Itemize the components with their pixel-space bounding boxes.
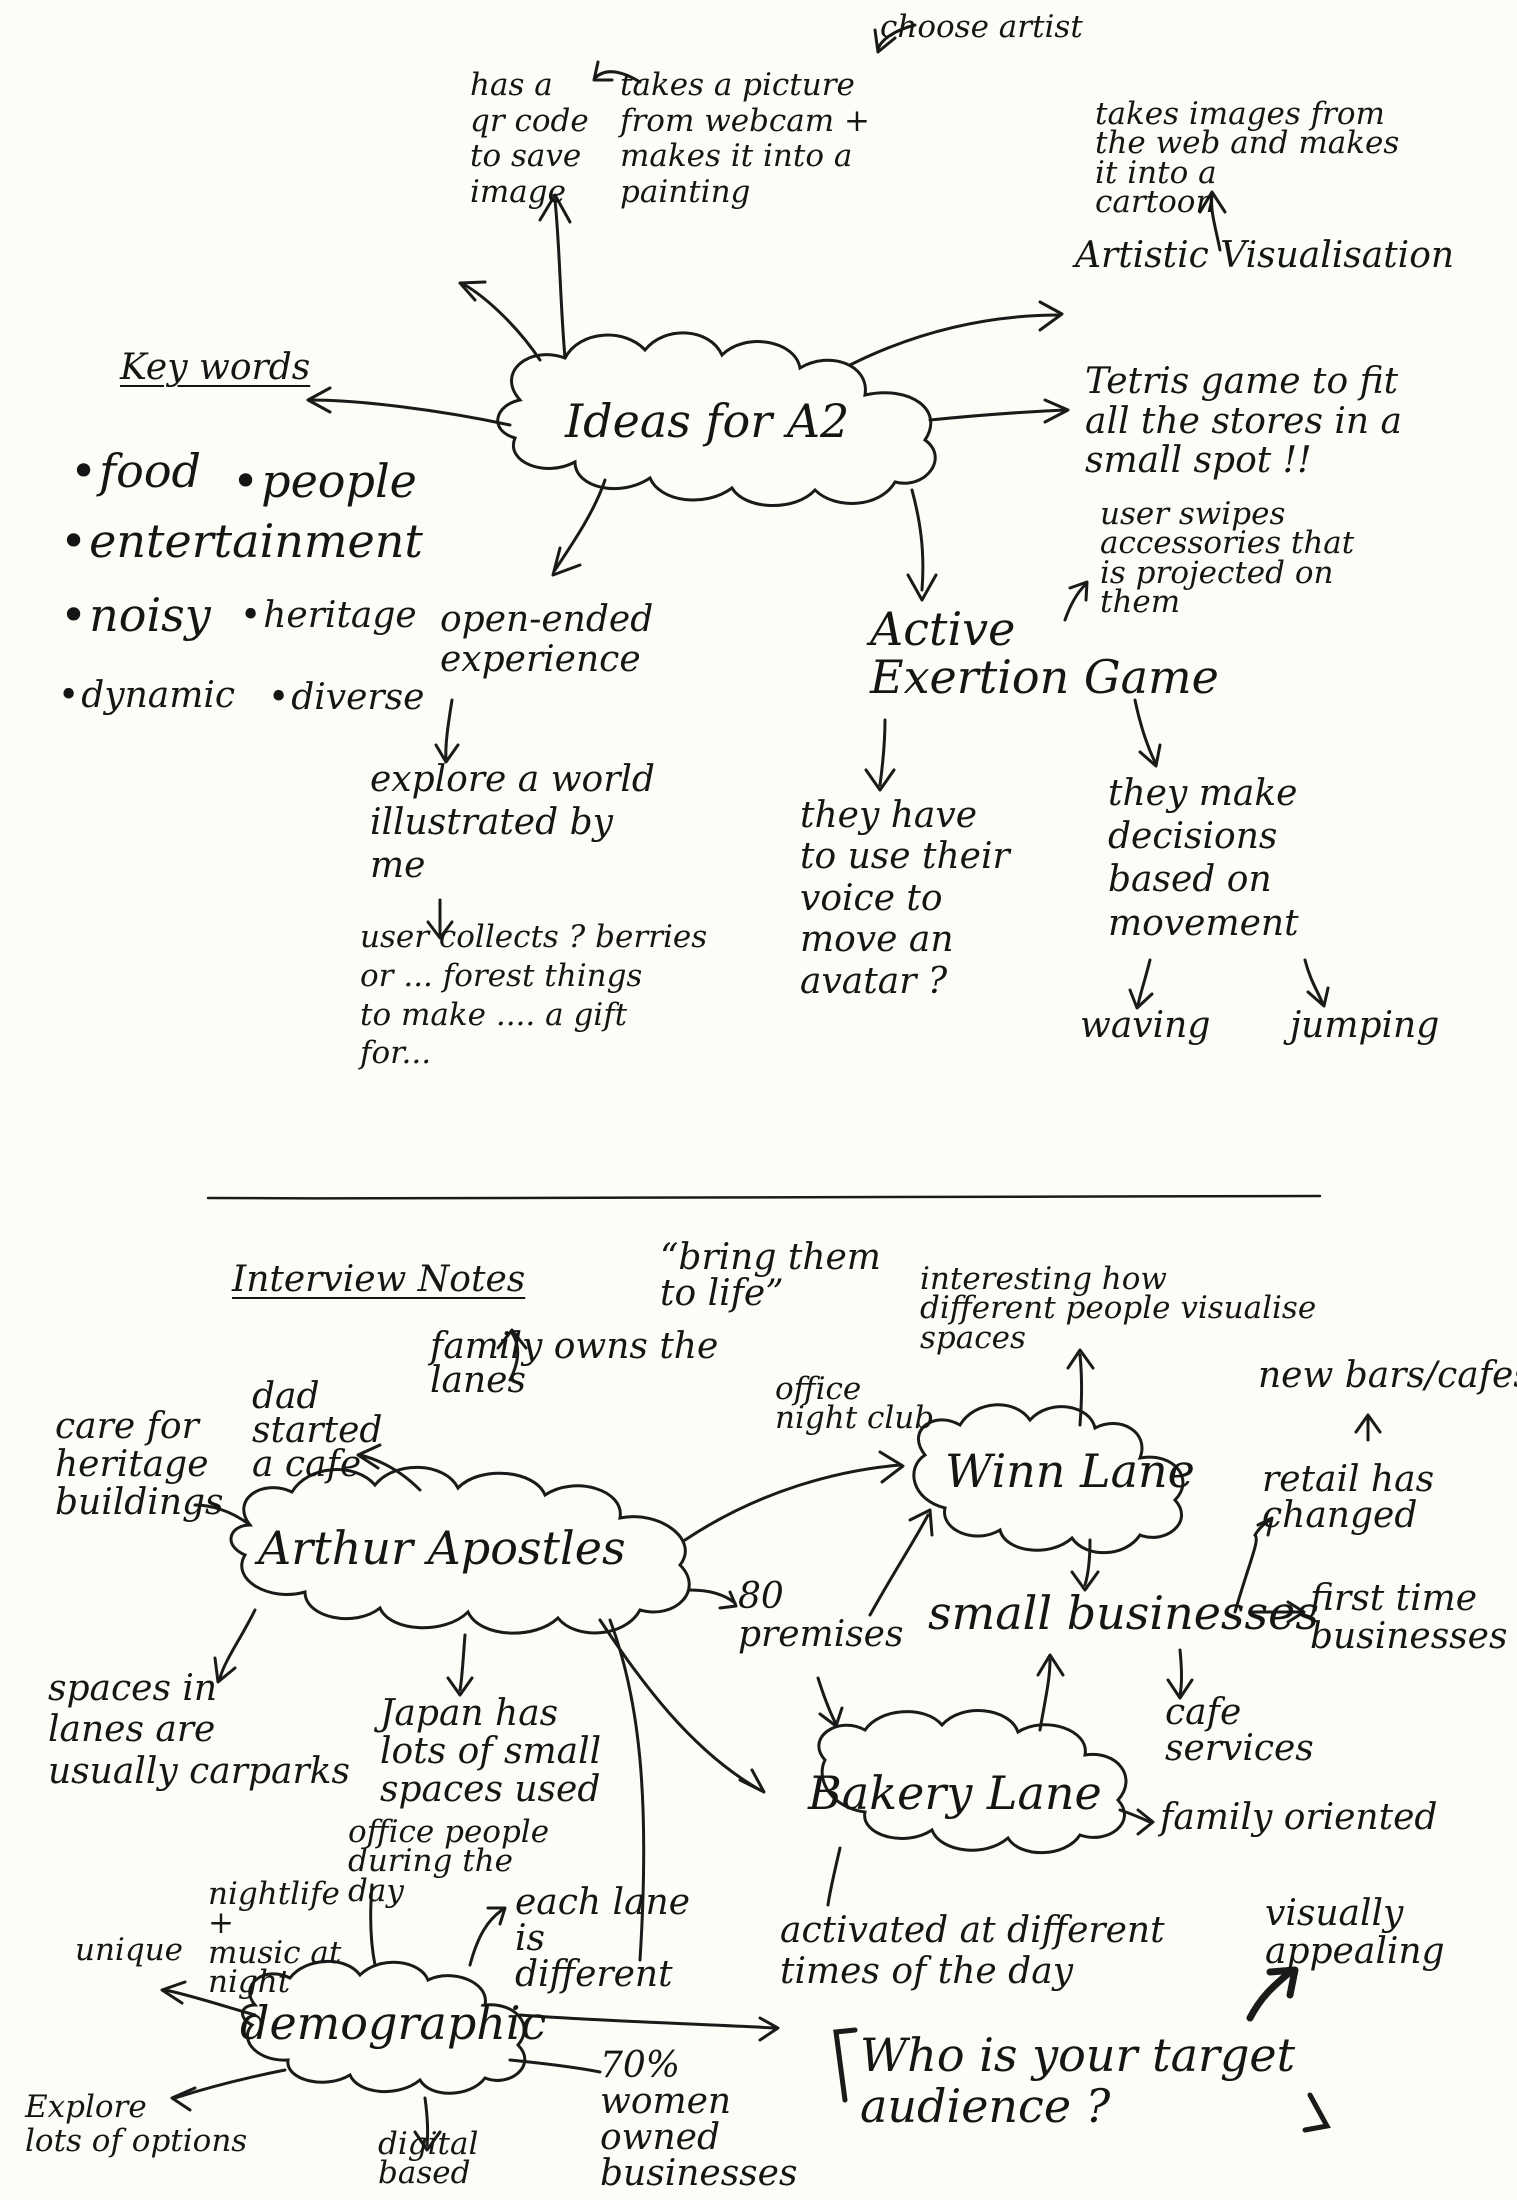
spaces-carparks-note: spaces in lanes are usually carparks [48, 1668, 350, 1792]
interesting-visualise-note: interesting how different people visuali… [920, 1261, 1317, 1356]
keyword-noisy: noisy [60, 592, 211, 638]
webcam-painting-idea: takes a picture from webcam + makes it i… [620, 67, 870, 210]
qr-code-note: has a qr code to save image [470, 67, 589, 210]
web-images-cartoon-note: takes images from the web and makes it i… [1095, 96, 1400, 221]
bakery-cloud [817, 1709, 1128, 1855]
bracket-left [833, 2027, 858, 2103]
swipe-accessories-idea: user swipes accessories that is projecte… [1100, 496, 1355, 621]
keyword-diverse: diverse [268, 680, 424, 716]
visually-appealing-note: visually appealing [1265, 1893, 1445, 1972]
ideas-center-title: Ideas for A2 [565, 394, 850, 448]
demographic-title: demographic [240, 1996, 547, 2050]
japan-small-spaces-note: Japan has lots of small spaces used [380, 1693, 602, 1810]
arthur-cloud [229, 1465, 691, 1635]
explore-options-note: Explore lots of options [25, 2089, 248, 2160]
bold-arrow [1246, 1968, 1294, 2022]
ideas-cloud [496, 331, 937, 507]
section-divider [206, 1194, 1322, 1200]
target-audience-question: Who is your target audience ? [860, 2028, 1296, 2133]
artistic-visualisation-idea: Artistic Visualisation [1075, 235, 1455, 276]
jumping-note: jumping [1290, 1005, 1440, 1046]
keyword-heritage: heritage [240, 598, 417, 634]
small-businesses-note: small businesses [928, 1586, 1319, 1640]
key-words-title: Key words [120, 347, 311, 388]
collect-berries-note: user collects ? berries or ... forest th… [360, 919, 708, 1072]
unique-note: unique [75, 1932, 184, 1968]
bakery-lane-title: Bakery Lane [808, 1766, 1102, 1820]
keyword-dynamic: dynamic [58, 678, 235, 714]
demographic-cloud [241, 1960, 527, 2095]
keyword-people: people [232, 458, 417, 504]
arthur-apostles-title: Arthur Apostles [258, 1521, 626, 1575]
waving-note: waving [1080, 1005, 1211, 1046]
choose-artist-note: choose artist [880, 9, 1083, 45]
nightlife-music-note: nightlife + music at night [208, 1876, 342, 2001]
explore-world-idea: explore a world illustrated by me [370, 759, 655, 887]
open-ended-experience-idea: open-ended experience [440, 599, 654, 680]
interview-notes-title: Interview Notes [232, 1259, 526, 1300]
cafe-services-note: cafe services [1165, 1692, 1314, 1769]
keyword-entertainment: entertainment [60, 518, 423, 564]
each-lane-different-note: each lane is different [515, 1882, 691, 1995]
active-exertion-game-idea: Active Exertion Game [870, 602, 1219, 705]
first-time-businesses-note: first time businesses [1310, 1578, 1508, 1657]
office-people-day-note: office people during the day [348, 1814, 550, 1909]
tetris-game-idea: Tetris game to fit all the stores in a s… [1085, 361, 1402, 482]
bring-them-to-life-quote: “bring them to life” [660, 1237, 881, 1314]
care-for-heritage-note: care for heritage buildings [55, 1406, 224, 1523]
family-oriented-note: family oriented [1160, 1797, 1438, 1838]
bracket-right [1302, 2092, 1331, 2133]
voice-avatar-note: they have to use their voice to move an … [800, 795, 1010, 1002]
women-owned-businesses-note: 70% women owned businesses [600, 2045, 798, 2194]
dad-started-cafe-note: dad started a cafe [252, 1376, 383, 1486]
retail-changed-note: retail has changed [1262, 1459, 1435, 1536]
movement-decisions-note: they make decisions based on movement [1108, 773, 1299, 944]
digital-based-note: digital based [378, 2126, 479, 2192]
activated-times-note: activated at different times of the day [780, 1910, 1165, 1993]
winn-cloud [912, 1403, 1185, 1555]
new-bars-cafes-note: new bars/cafes [1258, 1355, 1517, 1396]
family-owns-lanes-note: family owns the lanes [430, 1326, 719, 1402]
winn-lane-title: Winn Lane [945, 1444, 1195, 1498]
keyword-food: food [70, 448, 201, 494]
eighty-premises-note: 80 premises [738, 1576, 904, 1655]
office-night-club-note: office night club [775, 1371, 935, 1437]
